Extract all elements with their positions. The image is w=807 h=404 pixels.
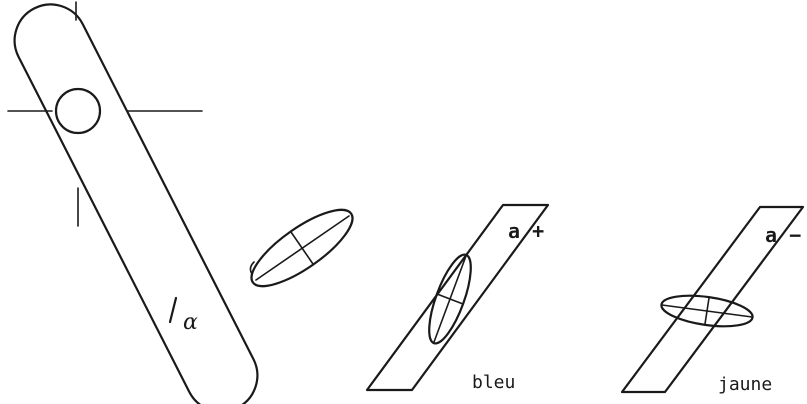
angle-tick	[170, 298, 176, 322]
plate-negative-panel: a − jaune	[622, 207, 803, 395]
plate-negative-color: jaune	[718, 374, 772, 395]
crystal-grain-circle	[56, 89, 100, 133]
plate-positive-sign: a +	[508, 219, 544, 243]
crystal-panel: α	[2, 0, 270, 404]
angle-label: α	[183, 310, 198, 335]
plate-positive-panel: a + jaune bleu	[367, 205, 548, 393]
plate-positive-axis-short	[437, 294, 463, 304]
indicatrix	[241, 197, 362, 299]
plate-negative-sign: a −	[765, 223, 801, 247]
indicatrix-minor-axis	[291, 232, 313, 264]
crystal-body	[2, 0, 270, 404]
plate-positive-color-label: bleu	[472, 372, 515, 393]
